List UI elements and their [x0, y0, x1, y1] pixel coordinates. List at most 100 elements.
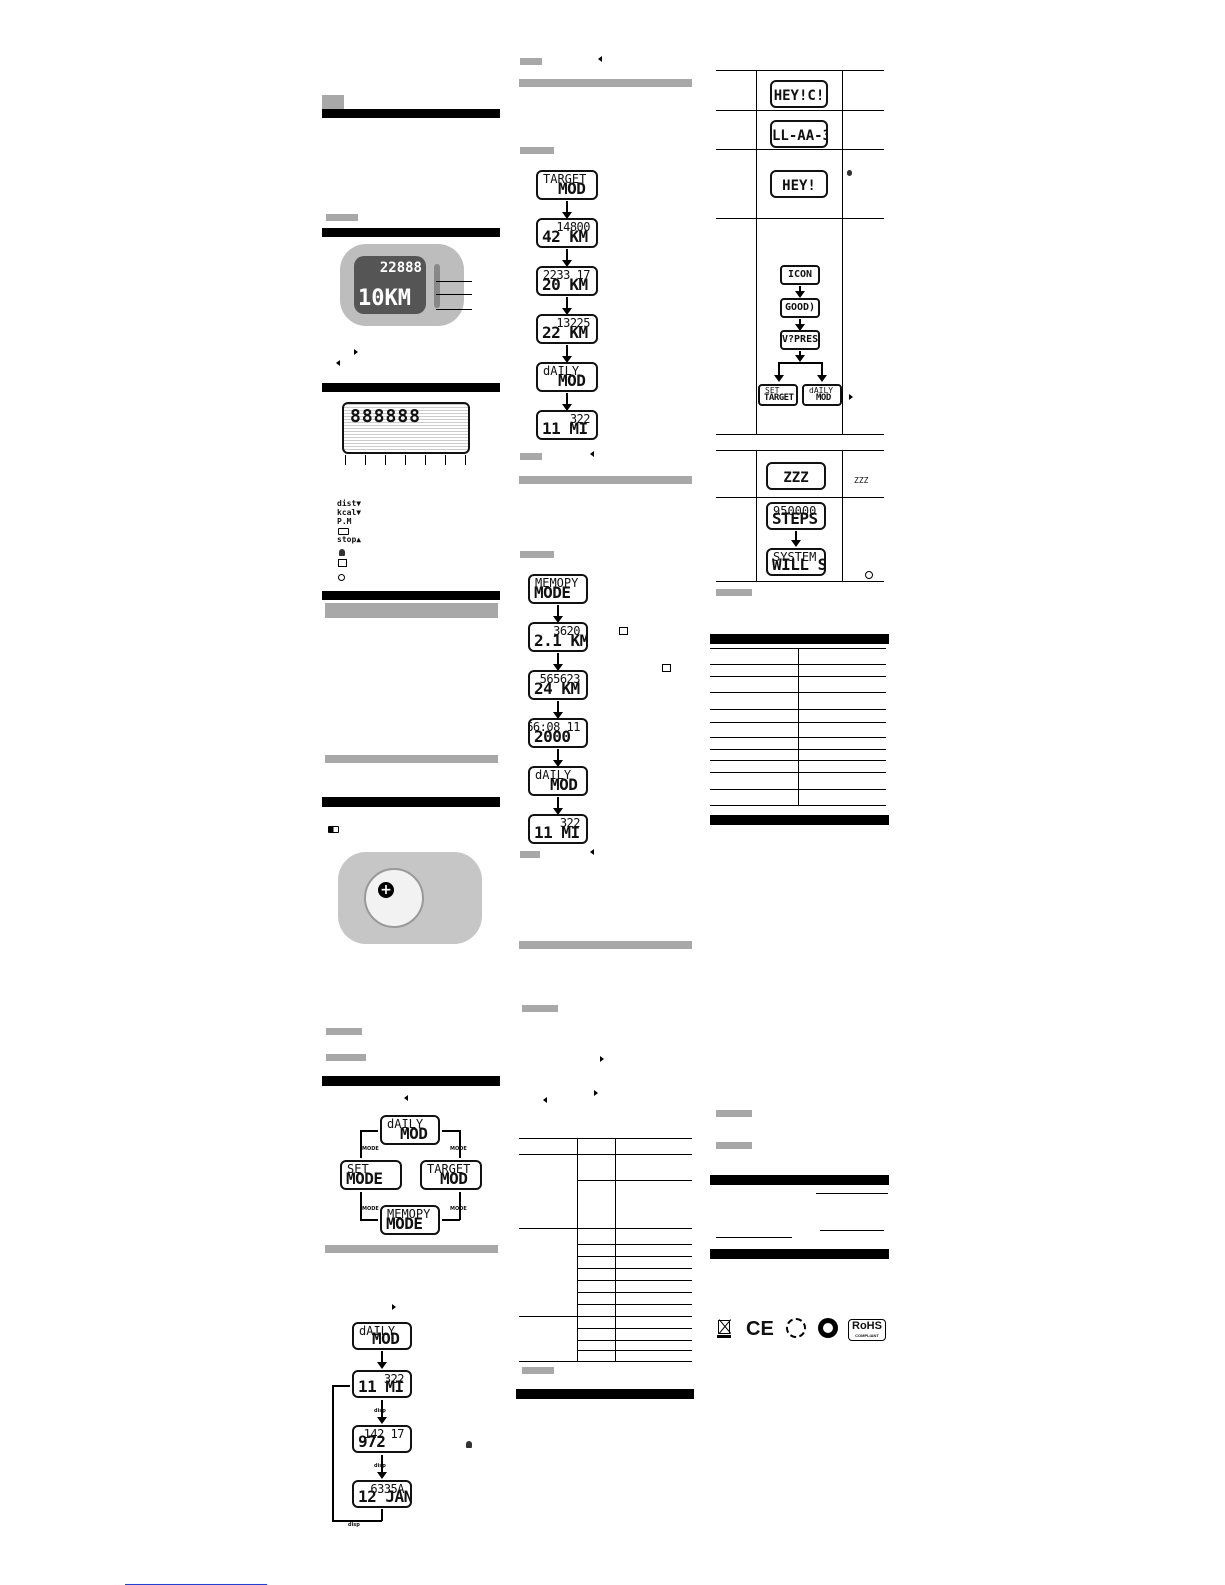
mode-cycle-target: TARGET MOD [420, 1160, 482, 1190]
steps-flow-step-2: SYSTEM WILL S [766, 548, 826, 576]
col1-gray-bar-2 [325, 755, 498, 763]
target-flow-step-2: 14800 42 KM [536, 218, 598, 248]
callout-line-1 [436, 281, 472, 282]
table-rule [519, 1316, 692, 1317]
cycle-connector [459, 1130, 461, 1158]
cycle-connector [459, 1192, 461, 1220]
col1-gray-tag-3 [326, 1054, 366, 1061]
signature-line [816, 1193, 888, 1194]
right-arrow-icon [849, 394, 853, 400]
lcd-line1: V?PRES [782, 334, 819, 345]
disp-label: disp [374, 1408, 386, 1414]
lcd-line1: dAILY [809, 386, 834, 395]
cycle-connector [360, 1219, 378, 1221]
lcd-line2: MOD [440, 1169, 468, 1188]
left-arrow-icon [590, 451, 594, 457]
loop-line [332, 1520, 382, 1522]
sleep-note: ZZZ [854, 476, 869, 485]
table-rule [577, 1244, 692, 1245]
col2-header-bar-1 [516, 1389, 694, 1399]
icon-branch-daily-mod: dAILY MOD [802, 384, 842, 406]
cycle-connector [360, 1130, 362, 1158]
table-rule [519, 1361, 692, 1362]
green-dot-icon [818, 1318, 838, 1338]
table-rule [577, 1138, 578, 1362]
lcd-line2: 42 KM [542, 227, 588, 246]
table-rule [577, 1180, 692, 1181]
cycle-connector [442, 1130, 460, 1132]
legend-pm: P.M [337, 517, 352, 526]
lcd-line1: 6335A [370, 1482, 404, 1496]
col2-gray-tag-7 [522, 1367, 554, 1374]
lcd-line2: 20 KM [542, 275, 588, 294]
lcd-line1: HEY! [782, 178, 816, 194]
lcd-line1: SYSTEM [773, 550, 817, 564]
col3-header-bar-1 [710, 634, 889, 644]
cycle-connector [360, 1192, 362, 1220]
signature-line [820, 1230, 884, 1231]
right-arrow-icon [354, 349, 358, 355]
mode-edge-label: MODE [362, 1206, 379, 1212]
col1-header-bar-1 [322, 109, 500, 118]
lcd-line2: TARGET [764, 393, 794, 403]
memory-flow-step-6: 322 11 MI [528, 814, 588, 844]
table-rule [756, 70, 757, 434]
table-rule [842, 70, 843, 434]
legend-kcal: kcal▼ [337, 508, 362, 517]
table-rule [577, 1350, 692, 1351]
table-rule [716, 218, 884, 219]
battery-icon [338, 528, 349, 535]
mode-cycle-daily: dAILY MOD [380, 1115, 440, 1145]
weee-bin-icon [716, 1318, 732, 1338]
loop-line [332, 1385, 350, 1387]
left-arrow-icon [590, 849, 594, 855]
table-rule [519, 1154, 692, 1155]
table-rule [577, 1304, 692, 1305]
lcd-line2: MOD [558, 179, 586, 198]
lcd-line2: MOD [372, 1329, 400, 1348]
daily-flow-step-1: dAILY MOD [352, 1322, 412, 1350]
legend-dist: dist▼ [337, 499, 362, 508]
col3-header-bar-2 [710, 815, 889, 825]
lcd-line2: MODE [386, 1214, 423, 1233]
flow-arrow [562, 249, 572, 267]
lcd-line1: dAILY [359, 1324, 396, 1338]
icon-branch-set-target: SET TARGET [758, 384, 798, 406]
lcd-line1: TARGET [427, 1162, 471, 1176]
flow-arrow [562, 201, 572, 219]
flow-arrow [817, 362, 827, 382]
lcd-line2: MOD [550, 775, 578, 794]
table-rule [577, 1328, 692, 1329]
device-screen-line2: 10KM [358, 286, 411, 311]
flow-arrow [553, 797, 563, 815]
table-rule [716, 434, 884, 435]
lcd-line2: MOD [558, 371, 586, 390]
lcd-line1: HEY!C! [773, 88, 825, 104]
col2-gray-bar-1 [519, 79, 692, 87]
lcd-line2: 12 JAN [358, 1487, 412, 1506]
memory-icon [619, 627, 628, 635]
col3-header-bar-3 [710, 1175, 889, 1185]
runner-icon [339, 549, 345, 556]
lcd-line1: SET [765, 386, 780, 395]
mode-edge-label: MODE [450, 1206, 467, 1212]
lcd-line1: 2233 17 [542, 268, 591, 282]
col1-header-bar-2 [322, 228, 500, 237]
lcd-line2: MODE [534, 583, 571, 602]
lcd-line1: 14800 [556, 220, 590, 234]
message-lcd-2: LL-AA-3 [770, 120, 828, 148]
col2-gray-bar-3 [519, 941, 692, 949]
lcd-line2: WILL S [772, 555, 826, 574]
col3-gray-tag-2 [716, 1110, 752, 1117]
target-flow-step-5: dAILY MOD [536, 362, 598, 392]
col3-gray-tag-1 [716, 589, 752, 596]
daily-flow-step-3: 142 17 972 [352, 1425, 412, 1453]
table-rule [615, 1138, 616, 1362]
col3-header-bar-4 [710, 1249, 889, 1259]
col3-message-table [716, 70, 884, 435]
loop-line [332, 1385, 334, 1521]
lcd-line1: 950000 [773, 504, 817, 518]
flow-arrow [553, 701, 563, 719]
diagram-pointer-4 [405, 455, 406, 465]
rohs-sublabel: COMPLIANT [855, 1333, 879, 1338]
